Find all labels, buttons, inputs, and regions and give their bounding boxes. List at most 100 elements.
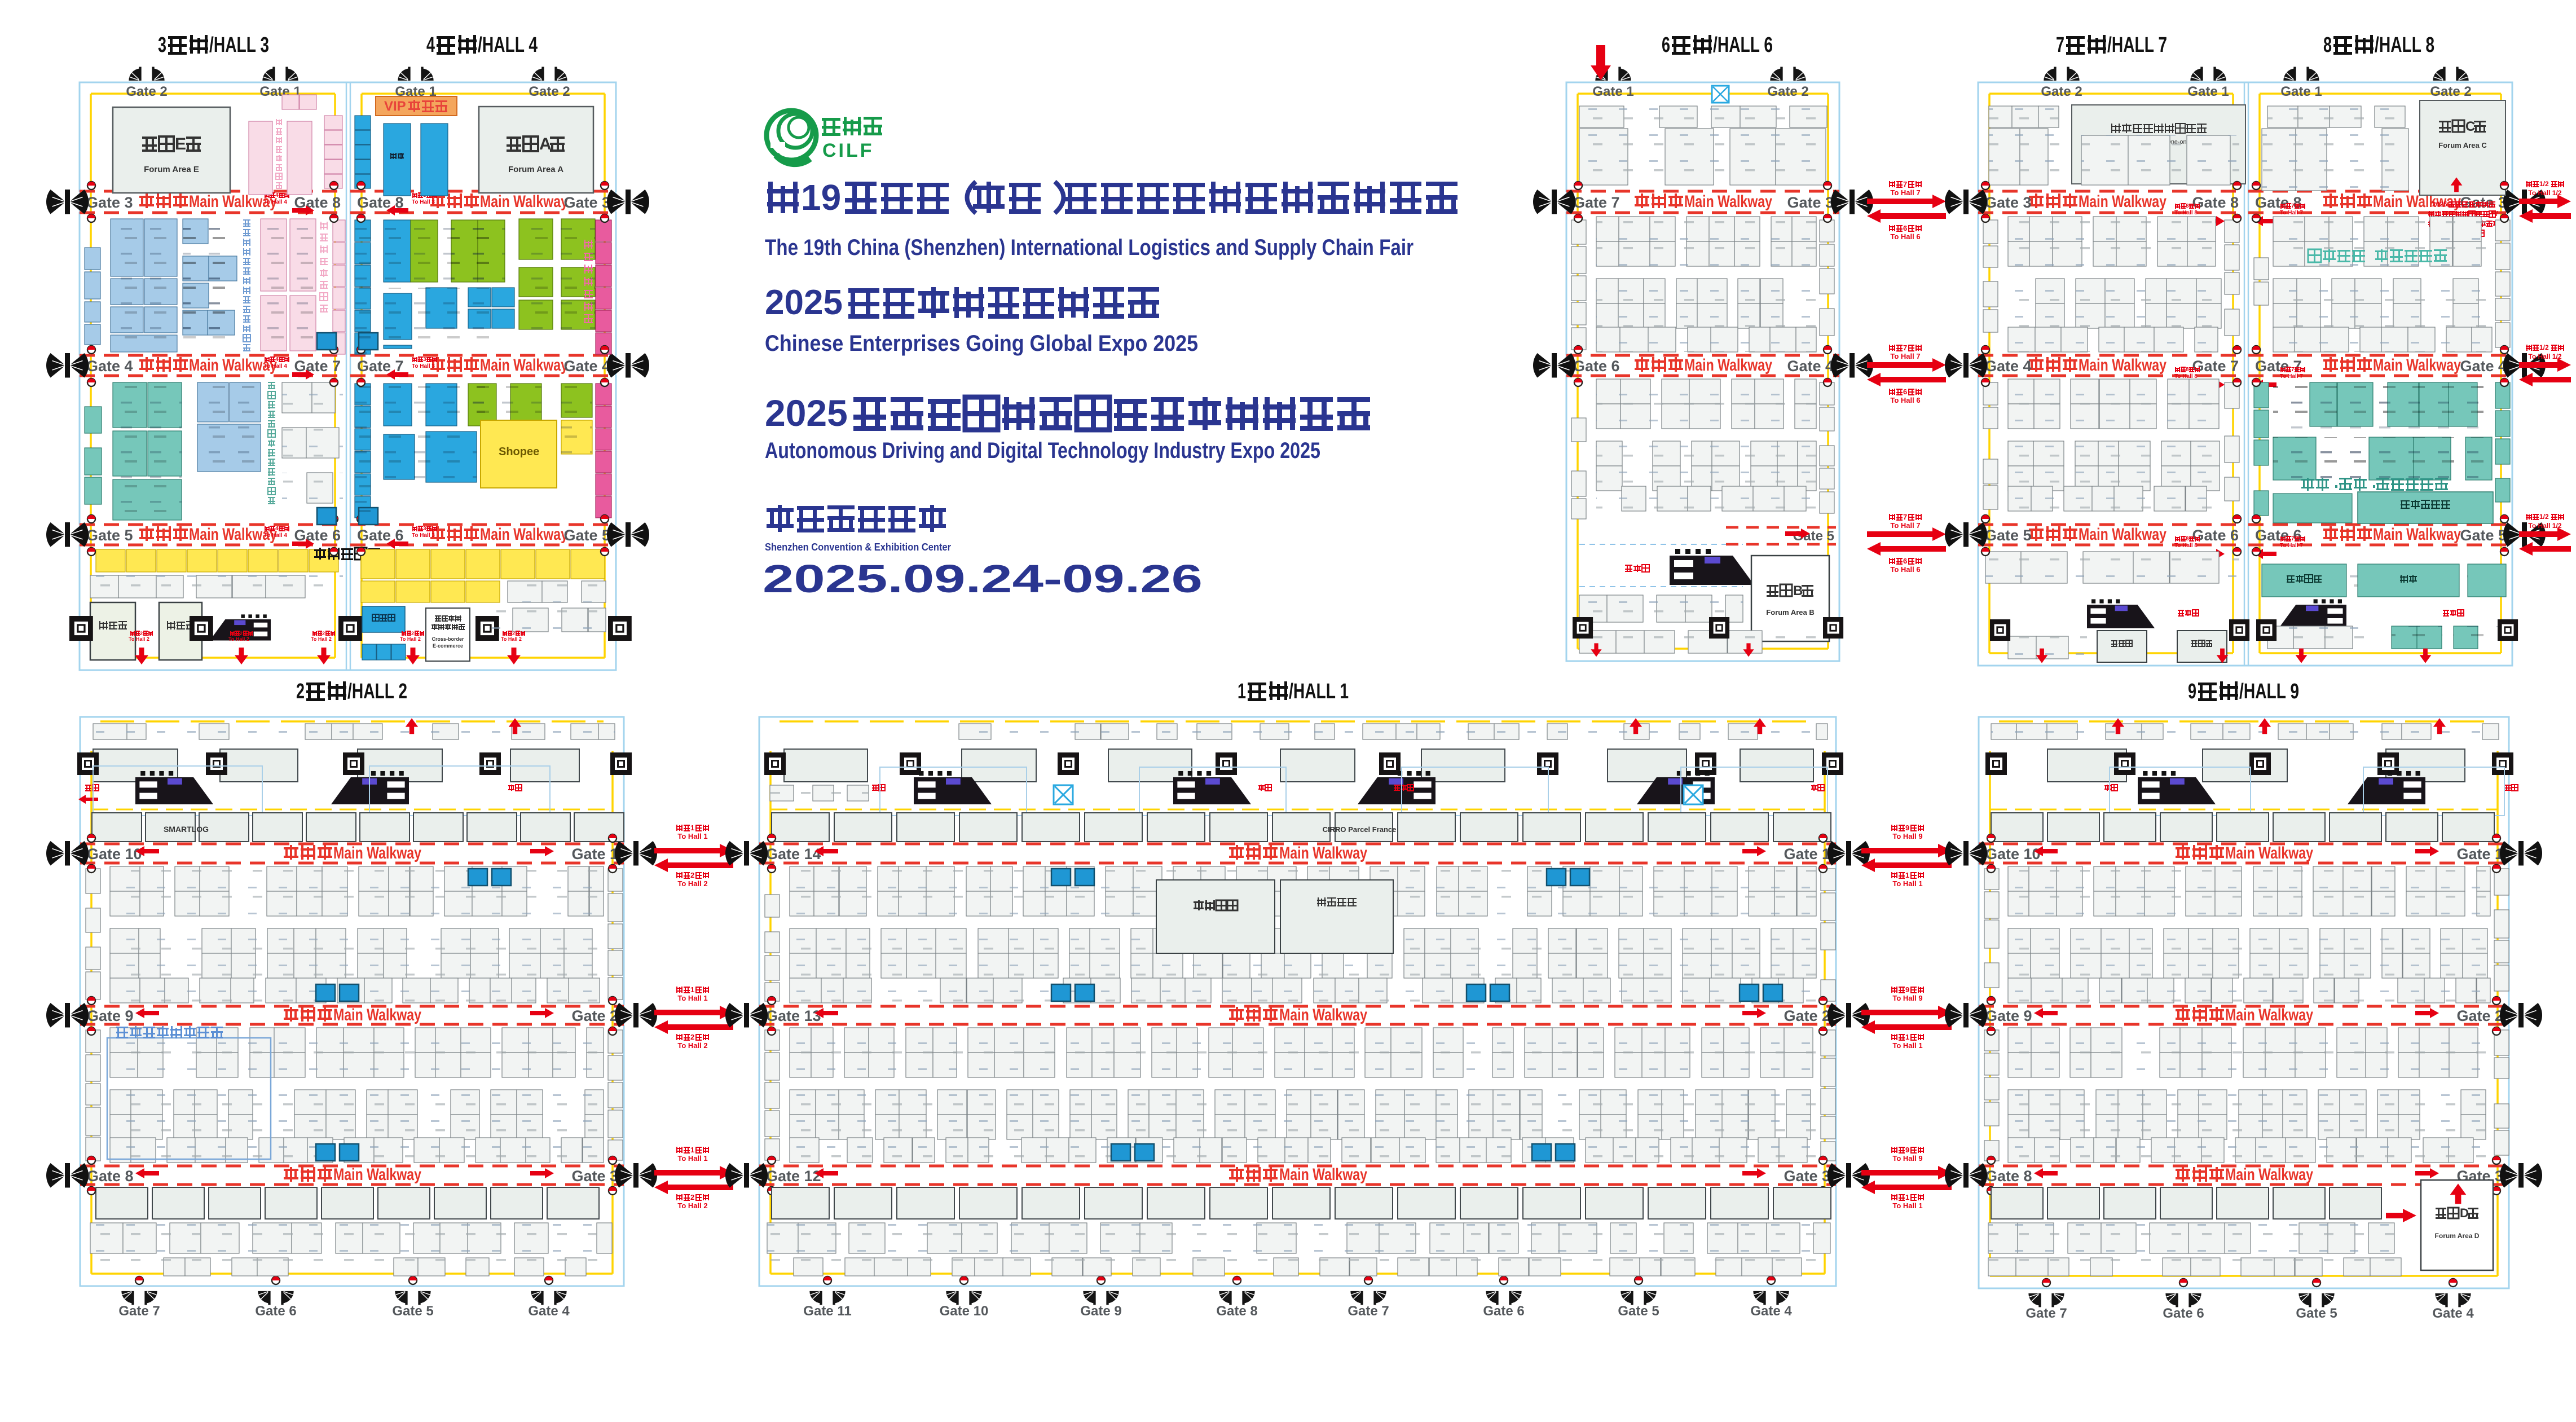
svg-text:Gate 10: Gate 10 xyxy=(940,1304,989,1319)
svg-text:Gate 2: Gate 2 xyxy=(1767,84,1808,99)
svg-text:Gate 9: Gate 9 xyxy=(87,1007,134,1024)
svg-text:Gate 4: Gate 4 xyxy=(86,358,133,375)
svg-text:E: E xyxy=(175,135,186,153)
svg-text:To Hall 2: To Hall 2 xyxy=(400,636,421,642)
svg-text:2: 2 xyxy=(690,1193,694,1201)
svg-text:Gate 7: Gate 7 xyxy=(118,1304,160,1319)
svg-text:Main Walkway: Main Walkway xyxy=(333,844,421,862)
svg-text:B: B xyxy=(1793,583,1803,598)
svg-text:Main Walkway: Main Walkway xyxy=(2373,525,2461,544)
svg-text:Main Walkway: Main Walkway xyxy=(2079,356,2167,375)
svg-text:To Hall 1: To Hall 1 xyxy=(1892,1201,1922,1210)
svg-text:Main Walkway: Main Walkway xyxy=(2225,1006,2313,1024)
svg-text:Gate 2: Gate 2 xyxy=(529,84,570,99)
svg-text:8: 8 xyxy=(2186,203,2189,209)
svg-text:Gate 8: Gate 8 xyxy=(1216,1304,1257,1319)
svg-text:/HALL 3: /HALL 3 xyxy=(209,33,269,57)
svg-text:2: 2 xyxy=(140,631,143,636)
svg-text:To Hall 4: To Hall 4 xyxy=(264,532,287,539)
svg-text:Gate 4: Gate 4 xyxy=(2432,1306,2474,1321)
svg-text:Main Walkway: Main Walkway xyxy=(480,192,568,211)
svg-text:9: 9 xyxy=(1905,824,1909,832)
svg-text:To Hall 4: To Hall 4 xyxy=(264,363,287,369)
svg-text:Main Walkway: Main Walkway xyxy=(189,192,277,211)
svg-text:To Hall 1: To Hall 1 xyxy=(1892,1041,1922,1050)
svg-text:To Hall 4: To Hall 4 xyxy=(264,199,287,205)
svg-text:8: 8 xyxy=(2186,536,2189,542)
svg-text:7: 7 xyxy=(2291,536,2295,542)
svg-text:A: A xyxy=(539,135,552,153)
svg-text:/HALL 7: /HALL 7 xyxy=(2107,33,2167,57)
svg-text:/HALL 2: /HALL 2 xyxy=(347,680,407,703)
svg-text:3: 3 xyxy=(158,33,166,57)
svg-text:2: 2 xyxy=(690,871,694,879)
svg-text:Gate 4: Gate 4 xyxy=(563,358,610,375)
svg-text:Gate 1: Gate 1 xyxy=(1784,846,1830,862)
svg-text:To Hall 1: To Hall 1 xyxy=(677,1154,707,1163)
svg-text:Gate 3: Gate 3 xyxy=(1787,194,1834,211)
svg-text:7: 7 xyxy=(2291,203,2295,209)
svg-text:7: 7 xyxy=(2291,367,2295,373)
svg-text:To Hall 7: To Hall 7 xyxy=(1890,188,1920,197)
svg-text:9: 9 xyxy=(2188,680,2196,703)
svg-text:Gate 8: Gate 8 xyxy=(2192,194,2239,211)
svg-text:4: 4 xyxy=(275,526,279,532)
svg-text:6: 6 xyxy=(1903,557,1907,565)
svg-text:Gate 1: Gate 1 xyxy=(2187,84,2229,99)
svg-text:Gate 1: Gate 1 xyxy=(2280,84,2322,99)
svg-text:1: 1 xyxy=(1905,871,1909,879)
svg-text:Gate 7: Gate 7 xyxy=(2192,358,2239,375)
svg-text:1/2: 1/2 xyxy=(2539,513,2549,521)
svg-text:To Hall 3: To Hall 3 xyxy=(412,363,435,369)
svg-text:Gate 4: Gate 4 xyxy=(528,1304,570,1319)
svg-text:Gate 7: Gate 7 xyxy=(1573,194,1620,211)
svg-text:19: 19 xyxy=(801,177,841,218)
svg-text:CIRRO Parcel France: CIRRO Parcel France xyxy=(1323,825,1397,834)
svg-text:Main Walkway: Main Walkway xyxy=(333,1006,421,1024)
svg-text:Shenzhen Convention & Exhibiti: Shenzhen Convention & Exhibition Center xyxy=(765,541,951,553)
svg-text:Gate 4: Gate 4 xyxy=(1750,1304,1792,1319)
svg-text:Gate 9: Gate 9 xyxy=(1080,1304,1121,1319)
svg-text:The 19th China (Shenzhen) Inte: The 19th China (Shenzhen) International … xyxy=(765,235,1414,260)
svg-text:8: 8 xyxy=(2323,33,2332,57)
svg-text:2025: 2025 xyxy=(765,283,843,322)
svg-text:Forum Area B: Forum Area B xyxy=(1766,608,1814,617)
svg-text:To Hall 1: To Hall 1 xyxy=(1892,879,1922,888)
svg-text:Gate 14: Gate 14 xyxy=(766,846,821,862)
svg-text:To Hall 3: To Hall 3 xyxy=(412,199,435,205)
svg-text:1: 1 xyxy=(690,824,694,832)
svg-text:Gate 5: Gate 5 xyxy=(2460,527,2507,544)
svg-text:Gate 6: Gate 6 xyxy=(294,527,341,544)
svg-text:Gate 13: Gate 13 xyxy=(766,1007,821,1024)
svg-text:To Hall 2: To Hall 2 xyxy=(677,1041,707,1050)
svg-text:Gate 2: Gate 2 xyxy=(2430,84,2471,99)
svg-text:To Hall 9: To Hall 9 xyxy=(1892,1154,1922,1163)
svg-text:2025: 2025 xyxy=(765,392,848,434)
svg-text:Forum Area A: Forum Area A xyxy=(508,165,563,174)
svg-text:Gate 2: Gate 2 xyxy=(571,1007,618,1024)
svg-text:Gate 6: Gate 6 xyxy=(2163,1306,2204,1321)
svg-text:1/2: 1/2 xyxy=(2539,344,2549,351)
svg-text:To Hall 1: To Hall 1 xyxy=(677,832,707,840)
svg-text:Main Walkway: Main Walkway xyxy=(1684,356,1772,375)
svg-text:Gate 5: Gate 5 xyxy=(2296,1306,2337,1321)
svg-text:6: 6 xyxy=(1903,388,1907,396)
svg-text:7: 7 xyxy=(1903,513,1907,521)
svg-text:Main Walkway: Main Walkway xyxy=(1279,844,1367,862)
svg-text:Gate 6: Gate 6 xyxy=(255,1304,296,1319)
svg-text:Chinese Enterprises Going Glob: Chinese Enterprises Going Global Expo 20… xyxy=(765,331,1198,356)
svg-text:Gate 3: Gate 3 xyxy=(1784,1168,1830,1185)
svg-text:Gate 8: Gate 8 xyxy=(1985,1168,2032,1185)
svg-text:/HALL 6: /HALL 6 xyxy=(1713,33,1773,57)
svg-text:To Hall 6: To Hall 6 xyxy=(1890,565,1920,574)
svg-text:To Hall 2: To Hall 2 xyxy=(311,636,332,642)
svg-text:C: C xyxy=(2465,119,2475,134)
svg-text:To Hall 8: To Hall 8 xyxy=(2174,373,2198,380)
svg-text:To Hall 8: To Hall 8 xyxy=(2174,210,2198,216)
svg-text:Shopee: Shopee xyxy=(499,446,539,458)
svg-text:Gate 6: Gate 6 xyxy=(1573,358,1620,375)
svg-text:Gate 5: Gate 5 xyxy=(392,1304,433,1319)
svg-text:Gate 10: Gate 10 xyxy=(1985,846,2041,862)
svg-text:To Hall 2: To Hall 2 xyxy=(129,636,149,642)
svg-text:To Hall 7: To Hall 7 xyxy=(1890,352,1920,360)
